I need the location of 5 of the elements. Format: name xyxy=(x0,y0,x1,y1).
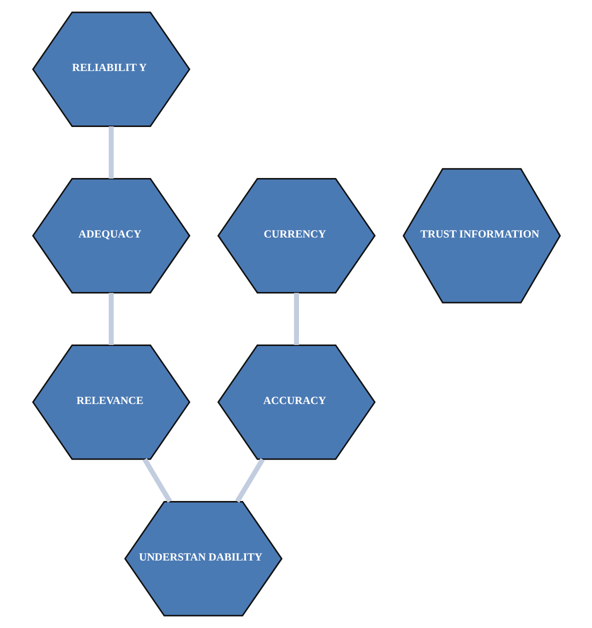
connector xyxy=(294,292,298,346)
connector xyxy=(234,458,264,503)
connector xyxy=(108,126,114,179)
connector xyxy=(108,292,114,346)
connector xyxy=(142,458,172,503)
